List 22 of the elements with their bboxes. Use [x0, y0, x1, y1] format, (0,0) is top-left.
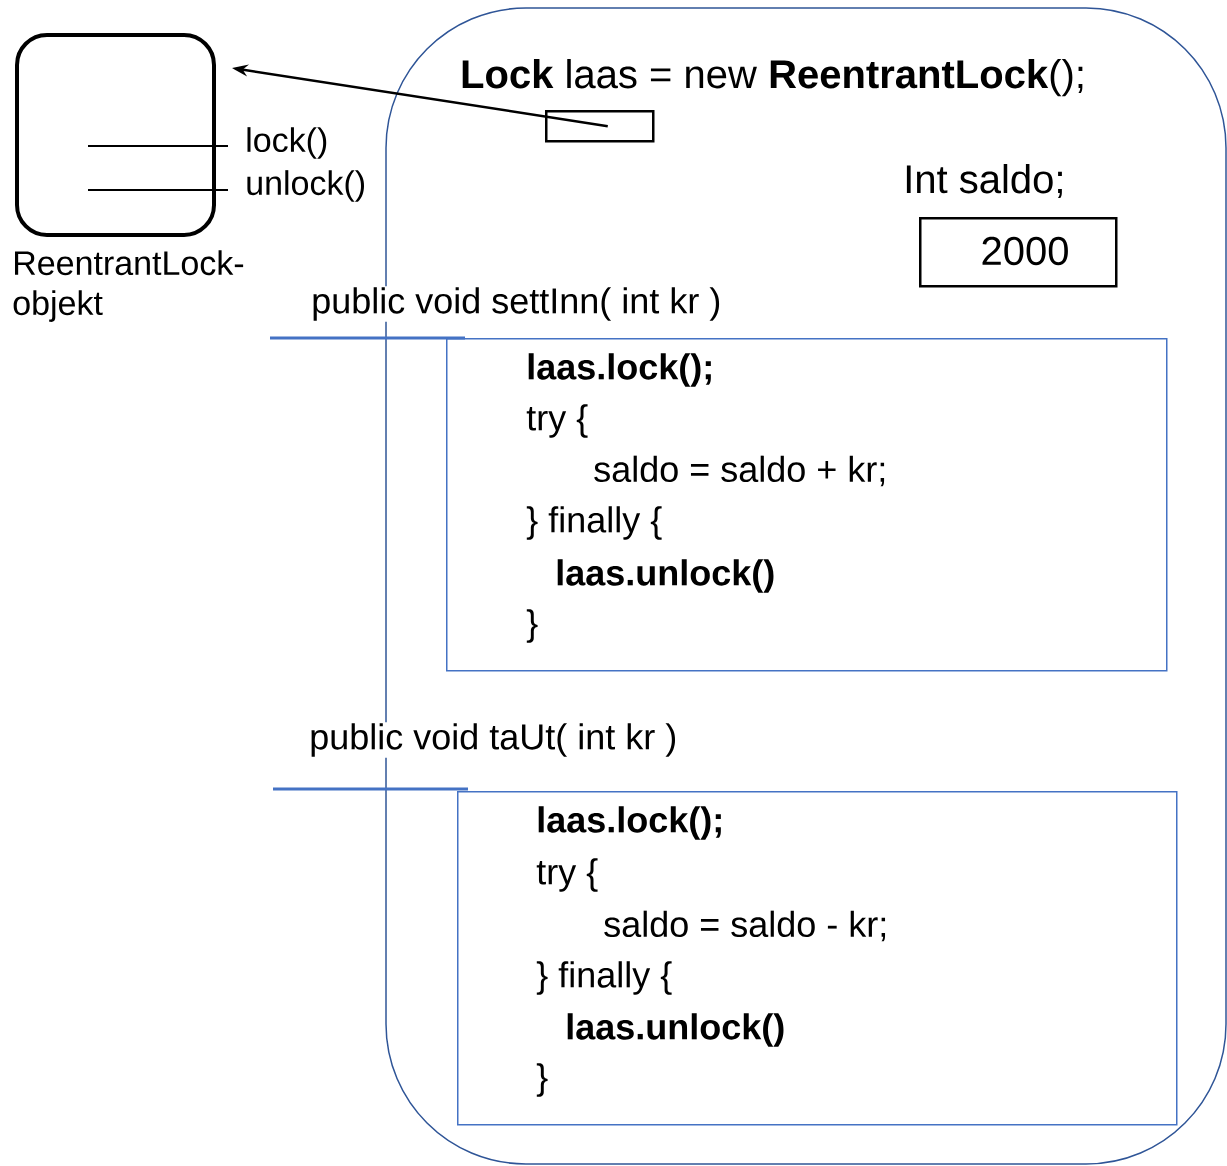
lock-object-box: [15, 33, 216, 237]
variable-label: Int saldo;: [906, 164, 1062, 199]
code-line: } finally {: [536, 961, 672, 995]
code-line: laas.unlock(): [557, 559, 774, 593]
method-signature: public void settInn( int kr ): [310, 286, 723, 322]
code-line: laas.lock();: [528, 353, 711, 387]
node-label: 2000: [982, 236, 1068, 266]
code-line: try {: [526, 404, 588, 438]
reference-box: [545, 110, 655, 143]
code-line: }: [536, 1063, 548, 1097]
code-line: laas.unlock(): [567, 1013, 784, 1047]
code-line: try {: [536, 858, 598, 892]
code-line: saldo = saldo + kr;: [594, 455, 885, 487]
code-line: saldo = saldo - kr;: [604, 910, 886, 942]
method-signature: public void taUt( int kr ): [308, 722, 679, 758]
method-label: unlock(): [247, 170, 364, 202]
method-label: lock(): [247, 127, 327, 159]
code-line: } finally {: [526, 506, 662, 540]
node-label: ReentrantLock-objekt: [13, 250, 244, 322]
code-line: }: [526, 609, 538, 643]
node-label: Lock laas = new ReentrantLock();: [462, 59, 1083, 97]
code-line: laas.lock();: [538, 806, 721, 840]
